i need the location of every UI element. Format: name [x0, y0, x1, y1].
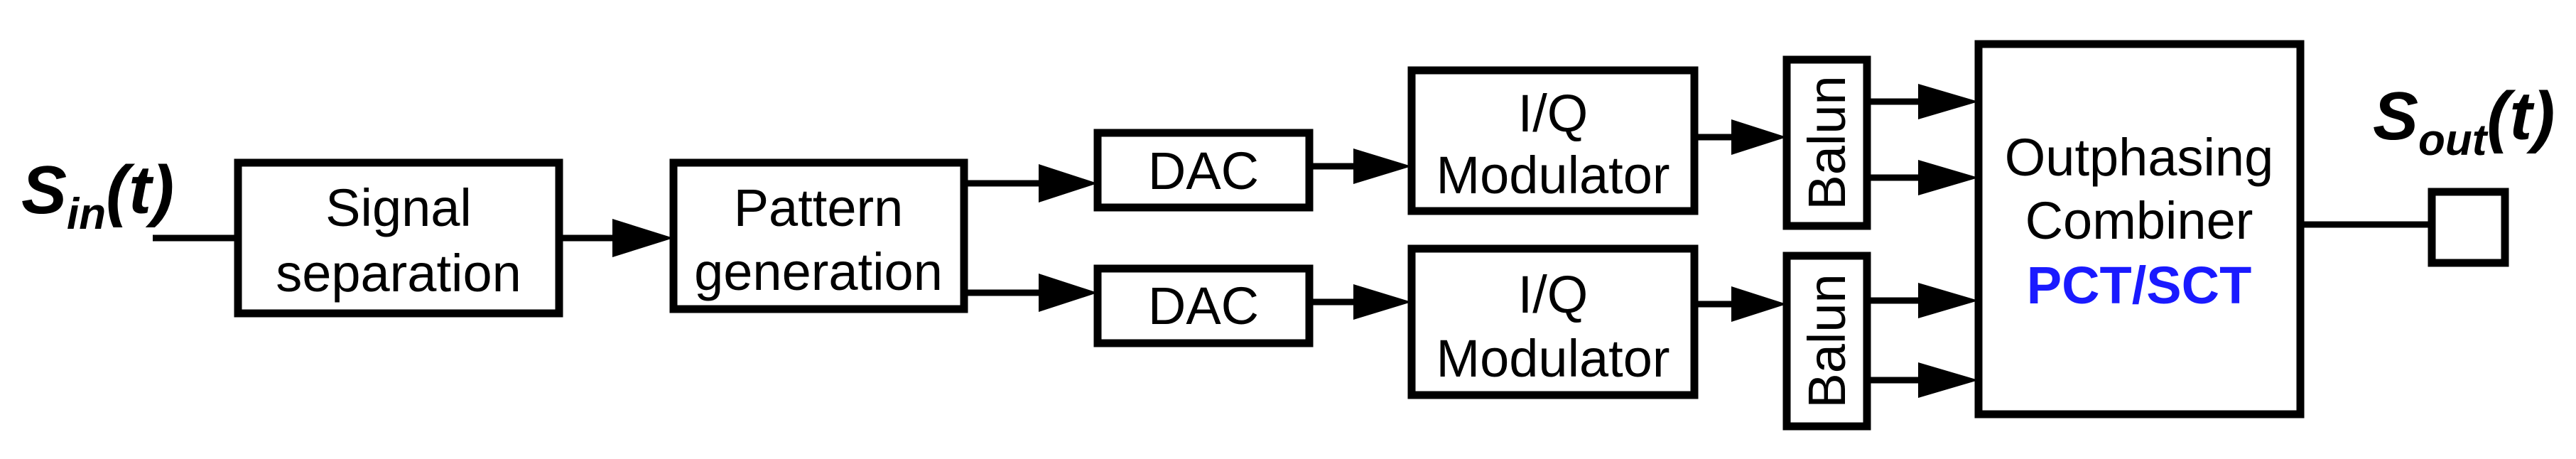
iq-modulator-top-label-line1: I/Q	[1518, 84, 1589, 143]
outphasing-combiner-block	[1974, 40, 2305, 418]
iq-modulator-top-block	[1407, 66, 1699, 215]
input-signal-arg: (t)	[106, 152, 174, 228]
combiner-label-line1: Outphasing	[2005, 128, 2274, 187]
balun-bottom-out1-arrow	[1918, 283, 1979, 318]
output-port	[2428, 188, 2509, 267]
pattern-generation-label-line1: Pattern	[734, 178, 904, 237]
iq-modulator-bottom-label-line2: Modulator	[1436, 329, 1669, 388]
balun-bottom-block	[1782, 252, 1871, 431]
iq-modulator-top-label-line2: Modulator	[1436, 146, 1669, 205]
input-signal-sub: in	[67, 190, 106, 239]
input-signal-label: Sin(t)	[21, 152, 174, 239]
input-signal-base: S	[21, 152, 67, 228]
dac-bottom-to-iq-arrow	[1353, 284, 1412, 320]
dac-bottom-label: DAC	[1148, 276, 1259, 335]
balun-bottom-label: Balun	[1797, 274, 1856, 408]
dac-top-block	[1093, 129, 1314, 212]
balun-top-block	[1782, 55, 1871, 230]
iq-modulator-bottom-label-line1: I/Q	[1518, 265, 1589, 324]
output-signal-arg: (t)	[2486, 78, 2555, 154]
iq-modulator-bottom-block	[1407, 244, 1699, 399]
iq-bottom-to-balun-arrow	[1731, 286, 1787, 322]
signal-separation-label-line1: Signal	[325, 178, 472, 237]
balun-top-out1-arrow	[1918, 84, 1979, 119]
dac-bottom-block	[1093, 264, 1314, 347]
output-signal-base: S	[2373, 78, 2418, 154]
sep-to-pattern-arrow	[612, 219, 673, 257]
signal-separation-block	[234, 158, 563, 318]
pattern-generation-block	[669, 158, 968, 313]
balun-top-label: Balun	[1797, 75, 1856, 210]
pattern-to-dac-top-arrow	[1039, 164, 1098, 202]
pattern-generation-label-line2: generation	[694, 242, 943, 301]
iq-top-to-balun-arrow	[1731, 119, 1787, 155]
output-signal-sub: out	[2418, 116, 2489, 165]
dac-top-to-iq-arrow	[1353, 148, 1412, 184]
combiner-type-label: PCT/SCT	[2027, 256, 2252, 315]
signal-separation-label-line2: separation	[276, 244, 521, 303]
combiner-label-line2: Combiner	[2025, 191, 2253, 250]
balun-bottom-out2-arrow	[1918, 362, 1979, 398]
pattern-to-dac-bottom-arrow	[1039, 274, 1098, 312]
dac-top-label: DAC	[1148, 141, 1259, 200]
output-signal-label: Sout(t)	[2373, 78, 2555, 165]
balun-top-out2-arrow	[1918, 160, 1979, 195]
